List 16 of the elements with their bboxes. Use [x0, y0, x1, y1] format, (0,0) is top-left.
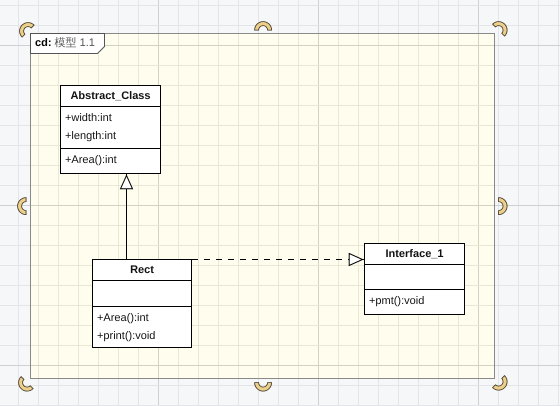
class-box: [364, 243, 465, 315]
class-name: Interface_1: [385, 247, 444, 262]
realization-arrow: [192, 253, 364, 266]
generalization-arrow: [120, 174, 133, 260]
method-text: +pmt():void: [369, 294, 424, 309]
attribute-text: +width:int: [65, 111, 112, 126]
class-name: Abstract_Class: [70, 89, 151, 104]
class-name: Rect: [130, 263, 154, 278]
method-text: +Area():int: [97, 311, 149, 326]
class-box: [60, 85, 161, 174]
attribute-text: +length:int: [65, 128, 116, 144]
diagram-frame: [30, 33, 495, 379]
class-box: [92, 259, 192, 348]
method-text: +Area():int: [65, 153, 117, 168]
method-text: +print():void: [97, 328, 156, 344]
frame-title: cd: 模型 1.1: [35, 36, 95, 51]
